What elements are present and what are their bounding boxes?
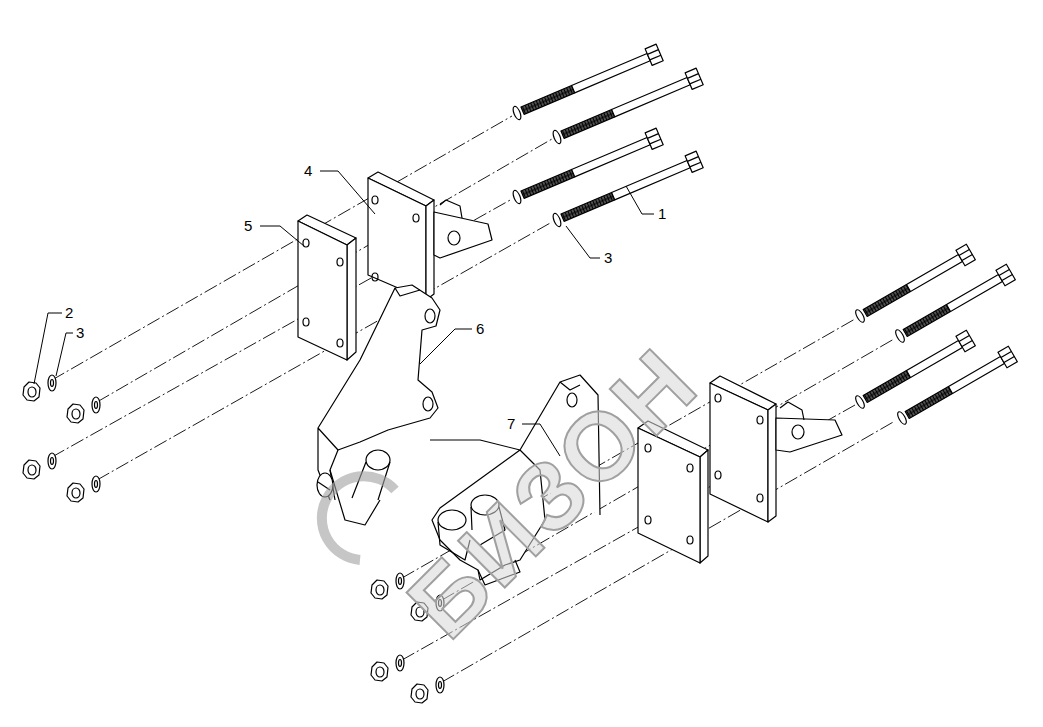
- callout-number: 3: [603, 250, 613, 266]
- callout-number: 3: [75, 325, 85, 341]
- callout-number: 5: [243, 218, 253, 234]
- callout-number: 7: [506, 416, 516, 432]
- callout-number: 1: [657, 206, 667, 222]
- callout-number: 2: [64, 305, 74, 321]
- callout-number: 4: [303, 163, 313, 179]
- callout-number: 6: [475, 321, 485, 337]
